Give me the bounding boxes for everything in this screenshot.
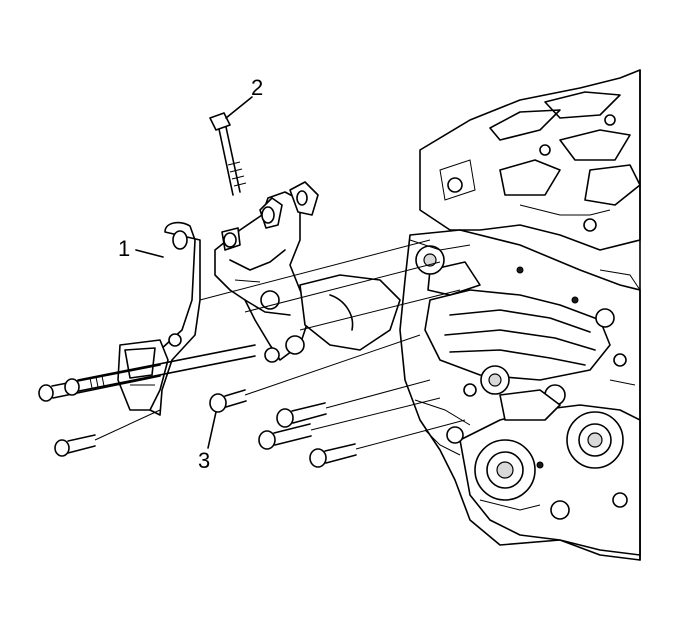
generator-bracket: [214, 181, 401, 363]
callout-1: 1: [118, 236, 164, 261]
callout-2: 2: [225, 75, 263, 119]
bolts: [38, 112, 466, 468]
callout-label-2: 2: [251, 75, 263, 100]
bolt-3: [209, 334, 421, 413]
engine-block: [399, 69, 641, 561]
callout-3: 3: [198, 411, 217, 473]
bolt-right-c: [309, 419, 466, 468]
power-steering-bracket: [117, 221, 201, 416]
bolt-right-b: [258, 397, 441, 450]
bolt-lower-left: [54, 409, 161, 457]
bolt-right-a: [276, 379, 431, 428]
stud-bolt-2: [209, 112, 247, 196]
bolt-upper-left-b: [64, 344, 256, 396]
callout-label-1: 1: [118, 236, 130, 261]
callout-label-3: 3: [198, 448, 210, 473]
